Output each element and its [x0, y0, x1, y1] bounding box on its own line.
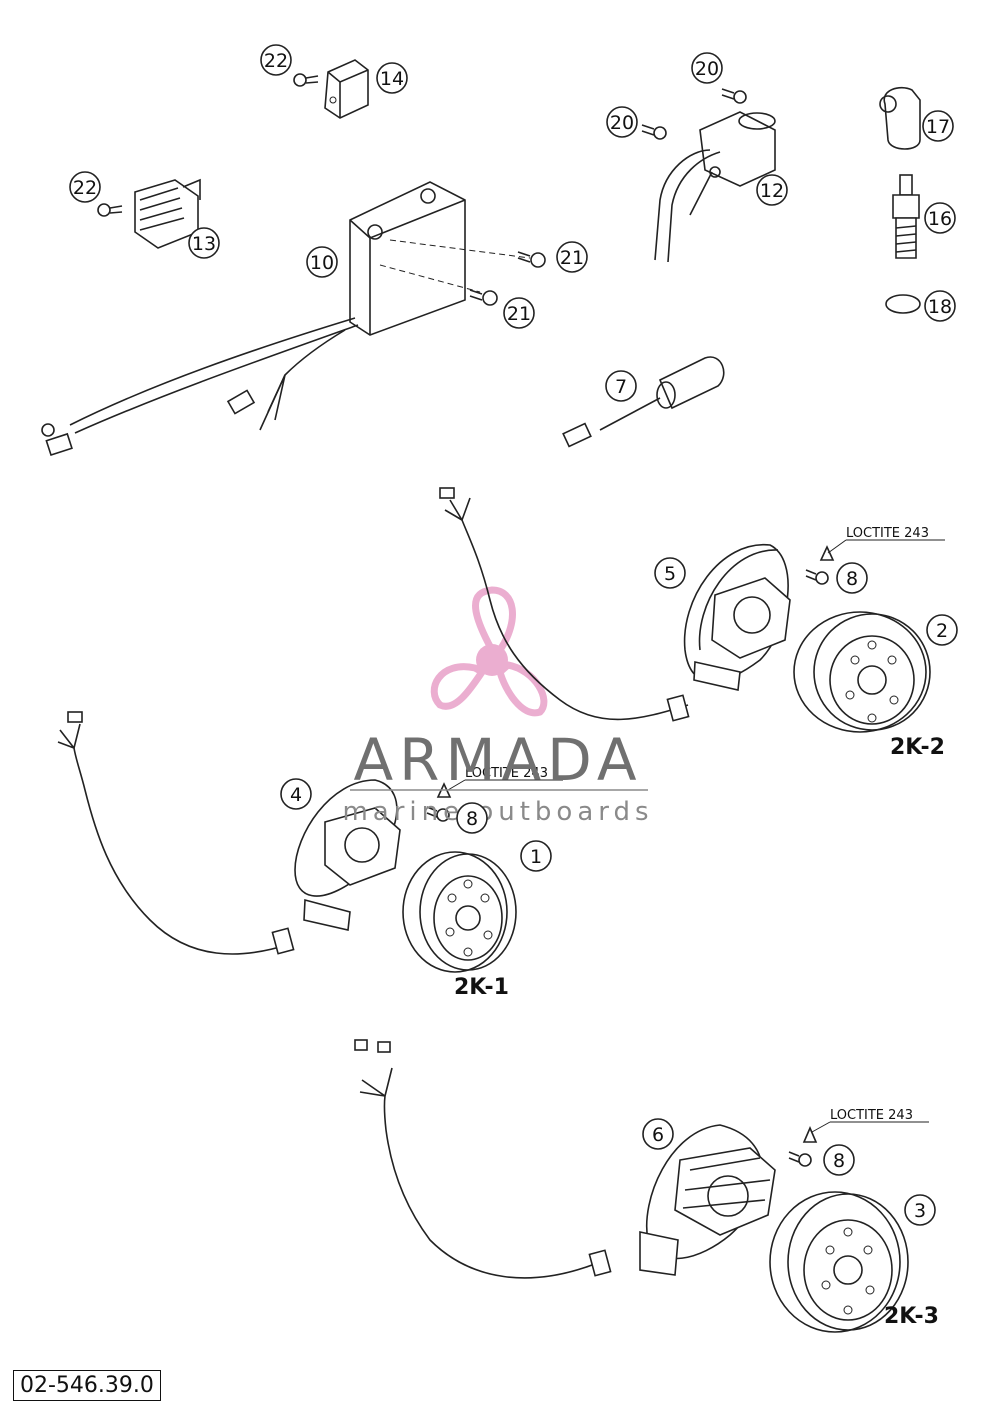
callout-2: 2	[926, 614, 958, 646]
callout-8b: 8	[456, 802, 488, 834]
svg-text:5: 5	[664, 563, 676, 585]
loctite-label-2k2: LOCTITE 243	[827, 526, 945, 554]
bolt-8a	[805, 545, 835, 585]
screw-20b	[641, 124, 667, 140]
callout-22a: 22	[260, 44, 292, 76]
screw-21b	[469, 289, 498, 306]
stator-5-part	[439, 487, 791, 722]
flywheel-2-part	[793, 611, 931, 733]
callout-16: 16	[924, 202, 956, 234]
callout-13: 13	[188, 227, 220, 259]
callout-20b: 20	[606, 106, 638, 138]
bolt-8c	[788, 1125, 818, 1167]
callout-5: 5	[654, 557, 686, 589]
callout-1: 1	[520, 840, 552, 872]
watermark-title: ARMADA	[353, 726, 642, 794]
svg-text:7: 7	[615, 376, 627, 398]
screw-22b	[97, 203, 123, 217]
spark-plug-cap-part	[879, 86, 921, 150]
group-label-2k2: 2K-2	[890, 735, 945, 760]
svg-text:17: 17	[926, 116, 950, 138]
group-label-2k1: 2K-1	[454, 975, 509, 1000]
svg-text:8: 8	[466, 808, 478, 830]
svg-text:14: 14	[380, 68, 404, 90]
loctite-label-2k1: LOCTITE 243	[447, 766, 563, 791]
svg-text:20: 20	[610, 112, 634, 134]
callout-20a: 20	[691, 52, 723, 84]
callout-6: 6	[642, 1118, 674, 1150]
screw-21a	[517, 251, 546, 268]
screw-20a	[721, 88, 747, 104]
svg-text:22: 22	[73, 177, 97, 199]
reference-number: 02-546.39.0	[13, 1370, 161, 1401]
flywheel-1-part	[402, 851, 517, 973]
callout-21a: 21	[556, 241, 588, 273]
regulator-part	[134, 178, 201, 249]
callout-17: 17	[922, 110, 954, 142]
svg-text:21: 21	[560, 247, 584, 269]
relay-bracket-part	[324, 59, 369, 119]
callout-3: 3	[904, 1194, 936, 1226]
spark-plug-part	[892, 174, 920, 259]
svg-text:4: 4	[290, 784, 302, 806]
bolt-8b	[426, 782, 452, 822]
svg-text:21: 21	[507, 303, 531, 325]
svg-text:8: 8	[846, 568, 858, 590]
svg-text:1: 1	[530, 846, 542, 868]
svg-text:LOCTITE 243: LOCTITE 243	[465, 766, 548, 781]
callout-14: 14	[376, 62, 408, 94]
callout-18: 18	[924, 290, 956, 322]
stator-4-part	[57, 711, 401, 955]
callout-8a: 8	[836, 562, 868, 594]
svg-text:LOCTITE 243: LOCTITE 243	[846, 526, 929, 541]
svg-text:LOCTITE 243: LOCTITE 243	[830, 1108, 913, 1123]
svg-text:20: 20	[695, 58, 719, 80]
cdi-unit-part	[41, 181, 531, 457]
svg-text:6: 6	[652, 1124, 664, 1146]
screw-22a	[293, 73, 319, 87]
armada-propeller-logo	[430, 586, 548, 717]
svg-text:8: 8	[833, 1150, 845, 1172]
svg-text:13: 13	[192, 233, 216, 255]
svg-text:12: 12	[760, 180, 784, 202]
svg-text:2: 2	[936, 620, 948, 642]
callout-8c: 8	[823, 1144, 855, 1176]
svg-text:18: 18	[928, 296, 952, 318]
svg-text:3: 3	[914, 1200, 926, 1222]
callout-22b: 22	[69, 171, 101, 203]
callout-7: 7	[605, 370, 637, 402]
ignition-coil-part	[654, 111, 776, 263]
callout-4: 4	[280, 778, 312, 810]
flywheel-3-part	[769, 1191, 909, 1333]
svg-text:22: 22	[264, 50, 288, 72]
svg-text:10: 10	[310, 252, 334, 274]
sealing-ring-part	[885, 294, 921, 314]
svg-text:16: 16	[928, 208, 952, 230]
group-label-2k3: 2K-3	[884, 1304, 939, 1329]
callout-12: 12	[756, 174, 788, 206]
loctite-label-2k3: LOCTITE 243	[811, 1108, 929, 1133]
callout-10: 10	[306, 246, 338, 278]
stator-6-part	[354, 1039, 776, 1279]
capacitor-part	[562, 356, 725, 448]
callout-21b: 21	[503, 297, 535, 329]
watermark-subtitle: marine outboards	[342, 797, 653, 827]
